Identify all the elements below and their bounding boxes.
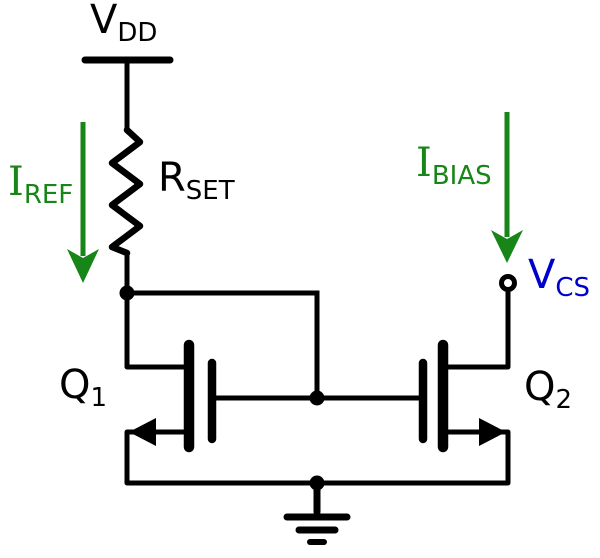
q2-source-lead <box>445 429 511 486</box>
q2-drain-lead <box>445 288 511 370</box>
ibias-current-arrow-icon <box>491 112 523 263</box>
vcs-terminal-circle <box>499 274 517 292</box>
q2-source-arrow-icon <box>479 418 506 446</box>
q1-source-lead <box>124 429 189 486</box>
ibias-subscript: BIAS <box>431 161 492 191</box>
label-vdd: VDD <box>90 0 157 46</box>
vcs-subscript: CS <box>555 273 591 303</box>
iref-subscript: REF <box>23 180 74 210</box>
iref-symbol: I <box>8 159 24 205</box>
resistor-zigzag <box>108 126 144 257</box>
q1-symbol: Q <box>59 362 91 408</box>
label-q1: Q1 <box>59 362 107 411</box>
ground-symbol-icon <box>283 479 351 545</box>
vdd-symbol: V <box>90 0 118 43</box>
q2-subscript: 2 <box>555 385 573 415</box>
iref-current-arrow-icon <box>67 122 99 283</box>
label-rset: RSET <box>158 155 235 204</box>
rset-symbol: R <box>158 155 186 201</box>
q1-subscript: 1 <box>90 383 108 413</box>
q1-source-arrow-icon <box>129 418 156 446</box>
ibias-symbol: I <box>416 140 432 186</box>
rset-subscript: SET <box>185 176 235 206</box>
q2-symbol: Q <box>524 364 556 410</box>
label-ibias: IBIAS <box>416 140 492 189</box>
label-iref: IREF <box>8 159 73 208</box>
vdd-subscript: DD <box>117 18 158 48</box>
label-q2: Q2 <box>524 364 572 413</box>
vcs-symbol: V <box>528 252 556 298</box>
q1-drain-lead <box>124 290 189 370</box>
label-vcs: VCS <box>528 252 590 301</box>
